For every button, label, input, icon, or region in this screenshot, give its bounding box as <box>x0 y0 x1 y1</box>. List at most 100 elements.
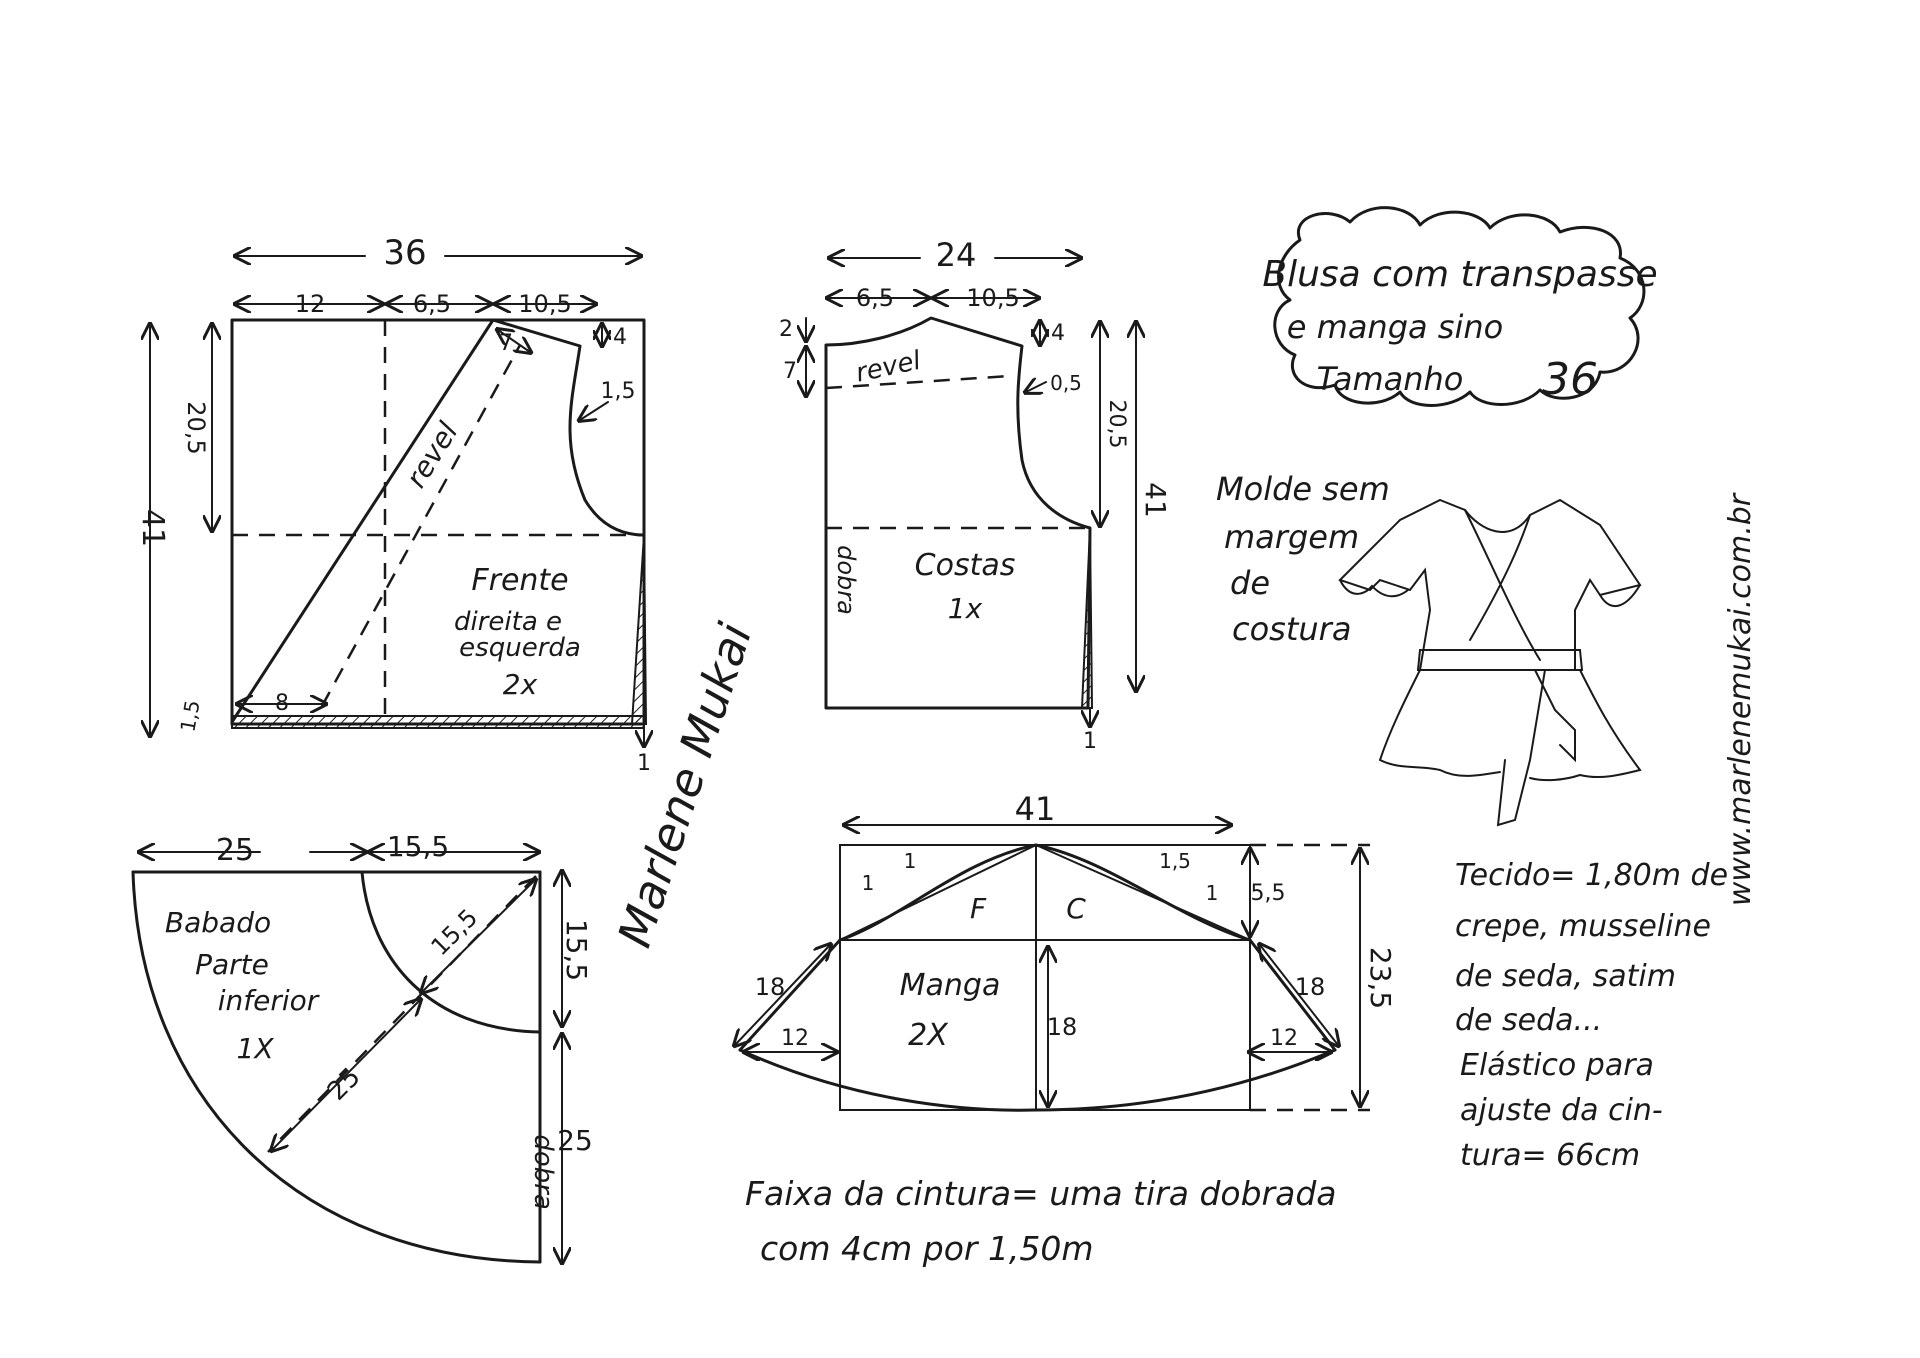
front-hem-extension <box>231 715 645 729</box>
front-hem-width: 8 <box>275 691 289 716</box>
fabric-line-3: de seda, satim <box>1455 959 1676 994</box>
front-height: 41 <box>135 509 170 547</box>
sleeve-cap-out-right: 1,5 <box>1159 849 1191 873</box>
waistband-line-1: Faixa da cintura= uma tira dobrada <box>745 1174 1337 1213</box>
sleeve-piece <box>735 825 1370 1112</box>
front-seg1: 12 <box>295 290 326 318</box>
title-size-label: Tamanho <box>1317 360 1464 398</box>
sleeve-cap-in-left-a: 1 <box>862 871 875 895</box>
front-total-width: 36 <box>383 233 426 273</box>
front-piece <box>150 256 646 745</box>
front-label-1: Frente <box>471 563 568 598</box>
back-total-width: 24 <box>936 236 977 274</box>
blouse-illustration <box>1338 498 1642 827</box>
title-line-2: e manga sino <box>1287 308 1503 346</box>
ruffle-outer-curve <box>131 870 542 1264</box>
fabric-line-4: de seda... <box>1455 1003 1602 1038</box>
front-revel-label: revel <box>399 416 464 493</box>
note-line-2: margem <box>1224 518 1359 556</box>
sleeve-back-mark: C <box>1066 892 1086 925</box>
back-seg2: 10,5 <box>966 284 1019 312</box>
sleeve-extension-right: 12 <box>1270 1026 1298 1051</box>
front-armhole-in: 1,5 <box>601 379 636 404</box>
front-label-3: esquerda <box>459 633 581 663</box>
sleeve-cap-height: 5,5 <box>1251 881 1286 906</box>
front-side-extension <box>630 534 648 725</box>
front-facing-line <box>320 344 522 707</box>
front-armhole-curve <box>491 318 646 537</box>
front-wrap-edge <box>230 318 495 724</box>
ruffle-label-3: inferior <box>218 984 320 1017</box>
sleeve-body-height: 18 <box>1047 1013 1078 1041</box>
ruffle-inner-curve <box>360 870 542 1034</box>
ruffle-vertical-outer: 25 <box>557 1124 593 1157</box>
ruffle-vertical-inner: 15,5 <box>560 919 593 981</box>
ruffle-outer: 25 <box>216 833 254 868</box>
back-height: 41 <box>1139 482 1172 518</box>
fabric-line-1: Tecido= 1,80m de <box>1455 858 1728 893</box>
front-armhole-height: 20,5 <box>182 401 210 454</box>
waistband-line-2: com 4cm por 1,50m <box>760 1229 1094 1268</box>
front-seg2: 6,5 <box>413 290 451 318</box>
ruffle-label-2: Parte <box>195 948 269 981</box>
ruffle-fold-label: dobra <box>528 1134 558 1210</box>
back-neck-rise: 2 <box>779 317 793 342</box>
fabric-line-2: crepe, musseline <box>1455 909 1711 944</box>
sleeve-width: 41 <box>1015 790 1056 828</box>
sleeve-bell-left-arrow <box>735 945 830 1045</box>
back-armhole-height: 20,5 <box>1104 400 1129 449</box>
back-label-2: 1x <box>948 592 983 625</box>
sleeve-cap-guide-left <box>839 844 1037 941</box>
sleeve-bell-right: 18 <box>1295 973 1326 1001</box>
front-neck-arrow <box>498 330 530 352</box>
signature: Marlene Mukai <box>607 617 762 954</box>
fabric-line-5: Elástico para <box>1460 1048 1654 1083</box>
ruffle-diag-outer: 25 <box>322 1062 367 1107</box>
front-seg3: 10,5 <box>518 290 571 318</box>
front-armhole-in-arrow <box>580 401 609 420</box>
ruffle-label-4: 1X <box>237 1032 275 1065</box>
sleeve-cap-guide-right <box>1035 844 1251 941</box>
back-facing-line <box>825 374 1011 390</box>
back-side-extra: 1 <box>1083 729 1097 754</box>
note-line-3: de <box>1230 564 1270 602</box>
fabric-line-7: tura= 66cm <box>1460 1138 1640 1173</box>
note-line-4: costura <box>1232 610 1351 648</box>
fabric-line-6: ajuste da cin- <box>1460 1093 1663 1128</box>
front-label-2: direita e <box>454 607 562 637</box>
sleeve-front-mark: F <box>970 892 987 925</box>
front-outline <box>230 318 646 726</box>
back-outline <box>824 316 1092 710</box>
back-fold-label: dobra <box>832 545 860 615</box>
back-seg1: 6,5 <box>856 284 894 312</box>
sleeve-bell-right-arrow <box>1260 945 1338 1045</box>
title-cloud <box>1273 206 1646 407</box>
sleeve-cap-in-right: 1 <box>1206 881 1219 905</box>
ruffle-radius-inner: 15,5 <box>426 904 484 962</box>
ruffle-piece <box>131 852 562 1264</box>
ruffle-inner: 15,5 <box>387 830 449 863</box>
note-line-1: Molde sem <box>1216 470 1390 508</box>
back-side-extension <box>1080 527 1094 709</box>
front-neck: 7 <box>499 331 513 356</box>
ruffle-label-1: Babado <box>165 906 271 939</box>
sleeve-extension-left: 12 <box>781 1026 809 1051</box>
ruffle-radius-arrow <box>422 880 535 992</box>
back-piece <box>806 258 1136 725</box>
front-shoulder-drop: 4 <box>613 325 627 350</box>
sleeve-label-2: 2X <box>908 1018 949 1053</box>
back-armhole-in-arrow <box>1026 382 1047 392</box>
title-size-value: 36 <box>1542 354 1598 405</box>
front-label-4: 2x <box>503 668 538 701</box>
back-armhole-in: 0,5 <box>1050 371 1082 395</box>
ruffle-diag-outer-arrow <box>272 1000 420 1150</box>
back-shoulder-drop: 4 <box>1051 321 1065 346</box>
sleeve-bell-left: 18 <box>755 973 786 1001</box>
sleeve-height: 23,5 <box>1364 947 1397 1009</box>
website-url: www.marlenemukai.com.br <box>1723 492 1758 906</box>
back-label-1: Costas <box>915 548 1016 583</box>
title-line-1: Blusa com transpasse <box>1262 254 1657 295</box>
sleeve-cap-in-left-b: 1 <box>904 849 917 873</box>
